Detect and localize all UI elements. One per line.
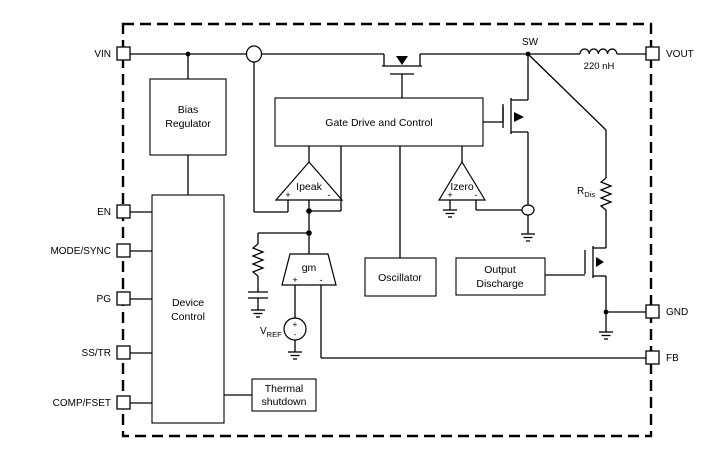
svg-text:-: - — [327, 190, 330, 201]
pg-pin — [116, 291, 131, 306]
vout-pin — [645, 46, 660, 61]
mode-sync-pin — [116, 243, 131, 258]
svg-text:-: - — [294, 330, 297, 339]
discharge-mosfet — [584, 246, 606, 278]
ipeak-comparator: Ipeak + - — [274, 161, 344, 201]
bias-regulator-label-1: Bias — [178, 104, 198, 116]
device-control-label-1: Device — [172, 297, 204, 309]
comp-fset-pin — [116, 395, 131, 410]
low-side-current-sense — [521, 204, 535, 216]
fb-label: FB — [666, 353, 679, 364]
rdis-label: RDis — [577, 186, 595, 199]
comp-fset-label: COMP/FSET — [53, 398, 111, 409]
junction-dots — [185, 51, 609, 315]
svg-text:+: + — [292, 275, 298, 286]
ipeak-label: Ipeak — [296, 181, 322, 193]
svg-text:+: + — [285, 190, 291, 201]
inductor — [579, 48, 618, 55]
pin-squares — [116, 46, 660, 410]
device-control-block: Device Control — [151, 194, 225, 424]
vin-pin — [116, 46, 131, 61]
ground-symbol — [521, 233, 535, 242]
ground-symbol — [443, 209, 457, 218]
thermal-shutdown-label-1: Thermal — [265, 383, 304, 395]
vin-label: VIN — [94, 49, 111, 60]
fb-pin — [645, 350, 660, 365]
ss-tr-label: SS/TR — [82, 348, 111, 359]
oscillator-label: Oscillator — [378, 272, 422, 284]
gnd-pin — [645, 304, 660, 319]
ground-symbol — [288, 351, 302, 360]
ground-symbol — [599, 331, 613, 340]
high-side-current-sense — [245, 45, 263, 63]
ss-tr-pin — [116, 345, 131, 360]
output-discharge-label-2: Discharge — [476, 278, 523, 290]
compensation-capacitor — [248, 291, 268, 310]
high-side-mosfet — [382, 54, 422, 75]
svg-text:-: - — [474, 190, 477, 201]
izero-label: Izero — [450, 181, 474, 193]
gm-label: gm — [302, 262, 317, 274]
sw-node-label: SW — [522, 37, 539, 48]
vout-label: VOUT — [666, 49, 694, 60]
ic-boundary — [121, 22, 653, 438]
izero-comparator: Izero + - — [437, 160, 487, 201]
vref-label: VREF — [260, 326, 282, 339]
discharge-resistor — [599, 177, 613, 211]
oscillator-block: Oscillator — [364, 257, 437, 297]
thermal-shutdown-label-2: shutdown — [262, 396, 307, 408]
svg-text:+: + — [447, 190, 453, 201]
en-pin — [116, 204, 131, 219]
en-label: EN — [97, 207, 111, 218]
compensation-resistor — [251, 243, 265, 277]
device-control-label-2: Control — [171, 311, 205, 323]
gate-drive-label: Gate Drive and Control — [325, 117, 432, 129]
output-discharge-block: Output Discharge — [455, 257, 546, 296]
ground-symbol — [251, 309, 265, 318]
gnd-label: GND — [666, 307, 688, 318]
output-discharge-label-1: Output — [484, 264, 516, 276]
svg-text:-: - — [319, 275, 322, 286]
bias-regulator-label-2: Regulator — [165, 118, 211, 130]
gm-amplifier: gm + - — [281, 253, 337, 286]
inductor-value-label: 220 nH — [584, 61, 615, 72]
svg-text:+: + — [293, 320, 298, 329]
mode-sync-label: MODE/SYNC — [50, 246, 111, 257]
low-side-mosfet — [502, 98, 528, 134]
pg-label: PG — [97, 294, 112, 305]
vref-source: + - — [283, 317, 307, 341]
gate-drive-block: Gate Drive and Control — [274, 97, 484, 147]
bias-regulator-block: Bias Regulator — [149, 78, 227, 156]
thermal-shutdown-block: Thermal shutdown — [251, 378, 317, 412]
